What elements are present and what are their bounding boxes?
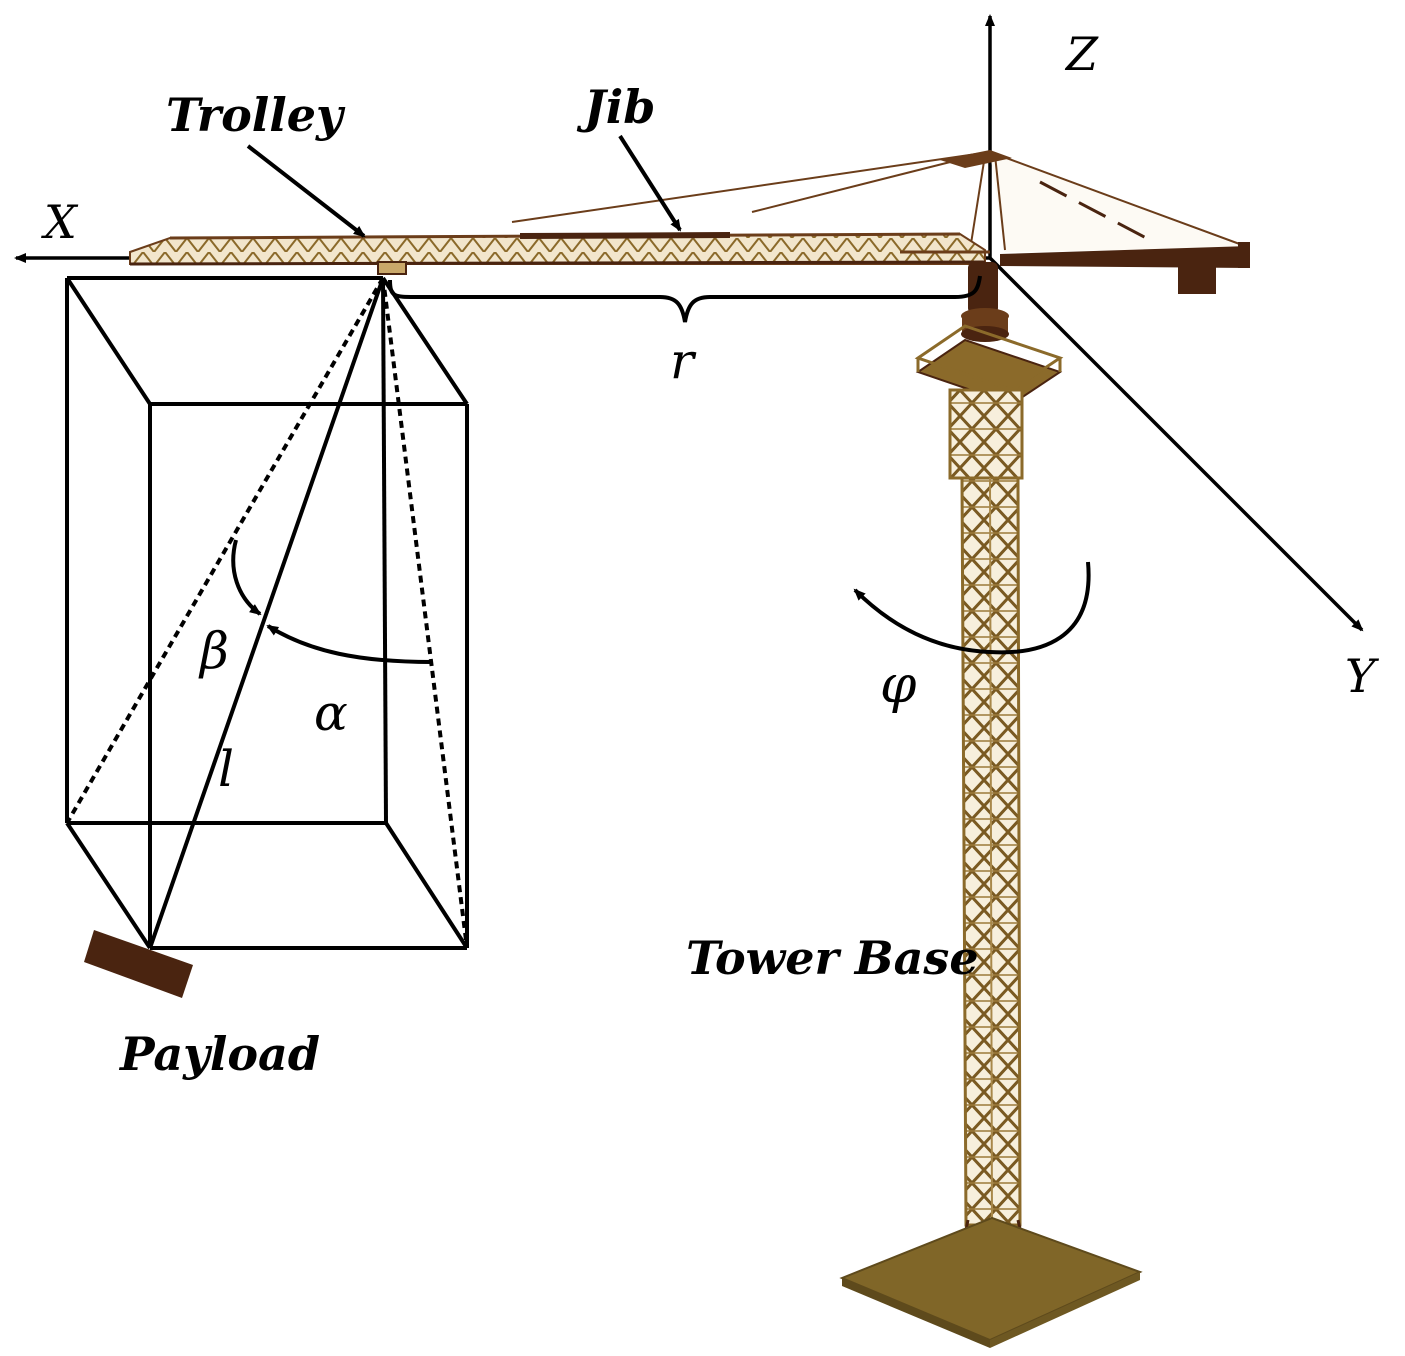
l-symbol: l	[218, 740, 234, 798]
trolley	[377, 261, 407, 275]
jib	[129, 232, 990, 266]
tower-base-label: Tower Base	[686, 931, 979, 985]
trolley-pointer	[246, 144, 366, 238]
counterweight	[1178, 262, 1216, 294]
projection-y-dashed	[381, 277, 469, 949]
phi-arc	[853, 561, 1091, 655]
jib-label: Jib	[576, 80, 655, 134]
phi-symbol: φ	[880, 655, 917, 715]
alpha-symbol: α	[314, 684, 348, 742]
beta-symbol: β	[198, 622, 229, 680]
tower-apex	[940, 150, 1012, 168]
y-axis-label: Y	[1345, 649, 1380, 703]
z-axis-label: Z	[1064, 27, 1099, 81]
trolley-label: Trolley	[166, 88, 346, 142]
counter-jib-fill	[990, 152, 1245, 252]
r-symbol: r	[670, 332, 697, 390]
hoist-cable	[148, 277, 385, 949]
counter-jib	[511, 150, 1250, 294]
projection-x-dashed	[65, 276, 385, 825]
trolley-body	[377, 261, 407, 275]
alpha-arc	[266, 624, 433, 664]
cable-geometry	[65, 276, 469, 949]
jib-pointer	[618, 134, 682, 232]
tower-base-slab	[839, 1216, 1143, 1342]
beta-arc	[231, 539, 262, 616]
r-brace	[388, 275, 982, 323]
y-axis-line	[988, 256, 1364, 632]
upper-mast	[948, 388, 1024, 480]
payload-box	[65, 276, 469, 950]
tower	[839, 262, 1143, 1348]
payload-block	[84, 930, 193, 998]
payload-label: Payload	[118, 1027, 320, 1081]
x-axis-label: X	[41, 195, 79, 249]
